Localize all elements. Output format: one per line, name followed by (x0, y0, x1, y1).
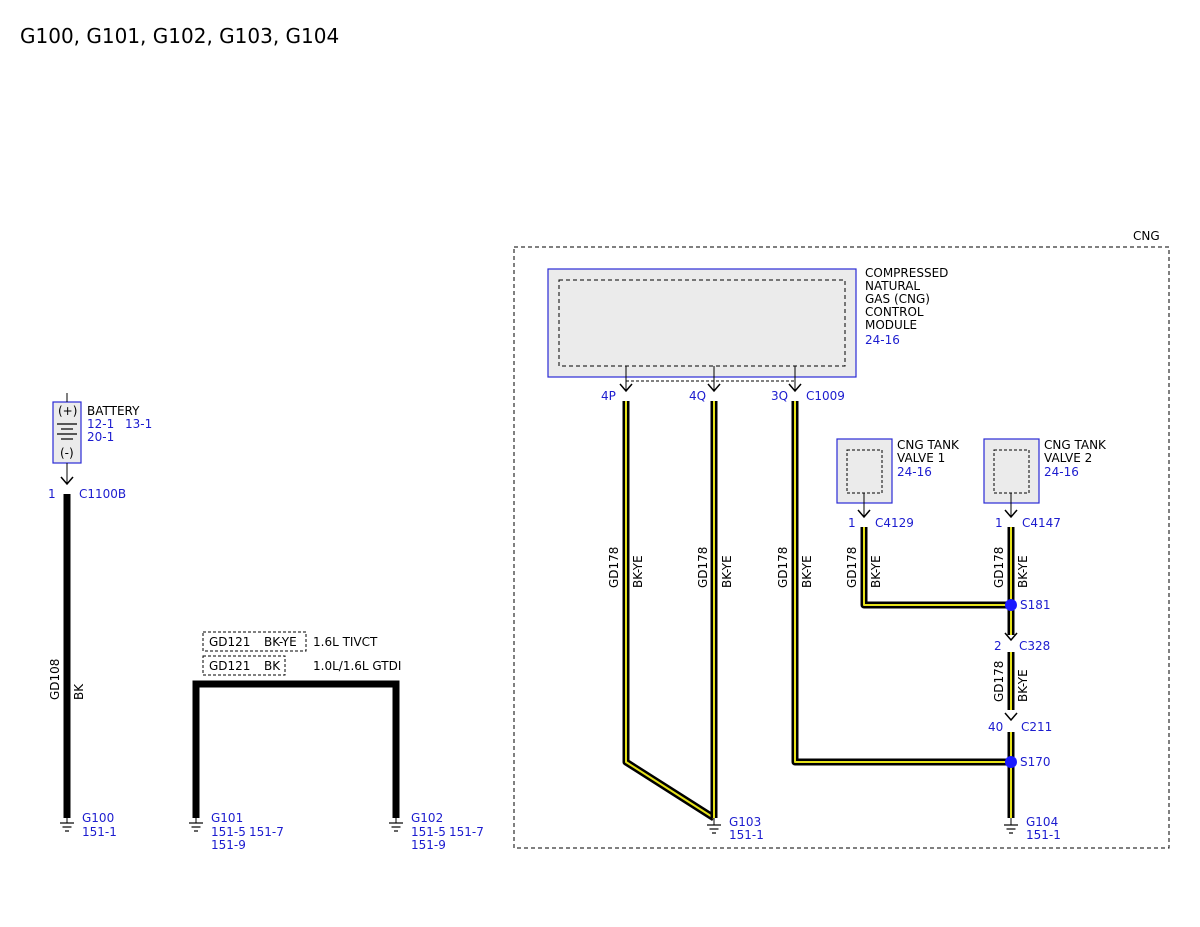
cng-module-label: NATURAL (865, 279, 920, 293)
connector-c211-label: C211 (1021, 720, 1052, 734)
ground-g101-ref: 151-5 (211, 825, 246, 839)
wire-circuit-label: GD178 (776, 547, 790, 588)
wire-circuit-label: GD178 (992, 661, 1006, 702)
wire-gd178-valve-1 (860, 527, 1011, 609)
ground-icon (1004, 818, 1018, 834)
ground-icon (189, 818, 203, 832)
cng-module-label: COMPRESSED (865, 266, 948, 280)
cng-tank-valve-2-label: VALVE 2 (1044, 451, 1092, 465)
cng-tank-valve-2-ref: 24-16 (1044, 465, 1079, 479)
ground-g103-ref: 151-1 (729, 828, 764, 842)
ground-icon (60, 818, 74, 832)
battery-label: BATTERY (87, 404, 140, 418)
option-gtdi-label: 1.0L/1.6L GTDI (313, 659, 401, 673)
battery-box (52, 401, 82, 464)
ground-g102-label: G102 (411, 811, 443, 825)
valve-1-pin-number: 1 (848, 516, 856, 530)
option-box-gtdi (202, 655, 286, 676)
splice-s170-label: S170 (1020, 755, 1051, 769)
ground-g101-ref: 151-9 (211, 838, 246, 852)
wire-circuit-label: GD178 (607, 547, 621, 588)
connector-c211-pin: 40 (988, 720, 1003, 734)
pin-4q-label: 4Q (689, 389, 706, 403)
battery-ref: 12-1 (87, 417, 114, 431)
ground-g100-ref: 151-1 (82, 825, 117, 839)
option-gtdi-circuit: GD121 (209, 659, 250, 673)
ground-g104-label: G104 (1026, 815, 1058, 829)
cng-module-label: CONTROL (865, 305, 924, 319)
valve-2-pin-number: 1 (995, 516, 1003, 530)
cng-control-module-box (547, 268, 857, 378)
battery-ref: 13-1 (125, 417, 152, 431)
cng-option-box (513, 246, 1170, 849)
wire-color-label: BK-YE (800, 555, 814, 588)
connector-c328-pin: 2 (994, 639, 1002, 653)
connector-c4147-label: C4147 (1022, 516, 1061, 530)
battery-cells-icon (57, 423, 77, 440)
connector-c1009-label: C1009 (806, 389, 845, 403)
ground-g101-label: G101 (211, 811, 243, 825)
battery-component: (+) (-) BATTERY 12-1 13-1 20-1 (52, 393, 152, 464)
battery-ref: 20-1 (87, 430, 114, 444)
option-tivct-circuit: GD121 (209, 635, 250, 649)
ground-g102-ref: 151-9 (411, 838, 446, 852)
pin-3q-label: 3Q (771, 389, 788, 403)
page-title: G100, G101, G102, G103, G104 (20, 24, 339, 48)
pin-4p-label: 4P (601, 389, 616, 403)
ground-g103-label: G103 (729, 815, 761, 829)
cng-tank-valve-1-ref: 24-16 (897, 465, 932, 479)
connector-c328-label: C328 (1019, 639, 1050, 653)
connector-arrow-icon (707, 383, 721, 393)
wire-color-label: BK-YE (1016, 669, 1030, 702)
wire-gd121 (192, 680, 400, 818)
wire-circuit-label: GD178 (992, 547, 1006, 588)
wire-gd178-3q (791, 401, 1011, 766)
splice-s181-label: S181 (1020, 598, 1051, 612)
option-tivct-label: 1.6L TIVCT (313, 635, 378, 649)
connector-arrow-icon (60, 476, 74, 486)
connector-arrow-icon (1004, 632, 1018, 642)
wire-gd108-circuit-label: GD108 (48, 659, 62, 700)
cng-control-module-inner (558, 279, 846, 367)
battery-plus-symbol: (+) (58, 404, 77, 418)
option-gtdi-color: BK (264, 659, 281, 673)
splice-s181 (1005, 599, 1017, 611)
option-box-tivct (202, 631, 307, 652)
ground-g102-ref: 151-7 (449, 825, 484, 839)
connector-arrow-icon (619, 383, 633, 393)
cng-module-ref: 24-16 (865, 333, 900, 347)
connector-arrow-icon (788, 383, 802, 393)
connector-c4129-label: C4129 (875, 516, 914, 530)
wire-color-label: BK-YE (720, 555, 734, 588)
connector-arrow-icon (857, 509, 871, 519)
cng-tank-valve-2-label: CNG TANK (1044, 438, 1107, 452)
option-tivct-color: BK-YE (264, 635, 297, 649)
cng-module-label: MODULE (865, 318, 917, 332)
ground-icon (389, 818, 403, 832)
splice-s170 (1005, 756, 1017, 768)
battery-pin-number: 1 (48, 487, 56, 501)
cng-option-label: CNG (1133, 229, 1160, 243)
wire-circuit-label: GD178 (696, 547, 710, 588)
battery-connector-label: C1100B (79, 487, 126, 501)
wire-gd178-4p (622, 401, 716, 821)
cng-module-label: GAS (CNG) (865, 292, 930, 306)
ground-g102-ref: 151-5 (411, 825, 446, 839)
wire-circuit-label: GD178 (845, 547, 859, 588)
ground-g104-ref: 151-1 (1026, 828, 1061, 842)
wire-gd108-color-label: BK (72, 683, 86, 700)
wire-color-label: BK-YE (631, 555, 645, 588)
wire-color-label: BK-YE (869, 555, 883, 588)
cng-tank-valve-1-label: VALVE 1 (897, 451, 945, 465)
connector-arrow-icon (1004, 712, 1018, 722)
ground-g101-ref: 151-7 (249, 825, 284, 839)
battery-minus-symbol: (-) (60, 446, 74, 460)
wire-color-label: BK-YE (1016, 555, 1030, 588)
connector-arrow-icon (1004, 509, 1018, 519)
ground-g100-label: G100 (82, 811, 114, 825)
cng-tank-valve-1-label: CNG TANK (897, 438, 960, 452)
ground-icon (707, 818, 721, 834)
